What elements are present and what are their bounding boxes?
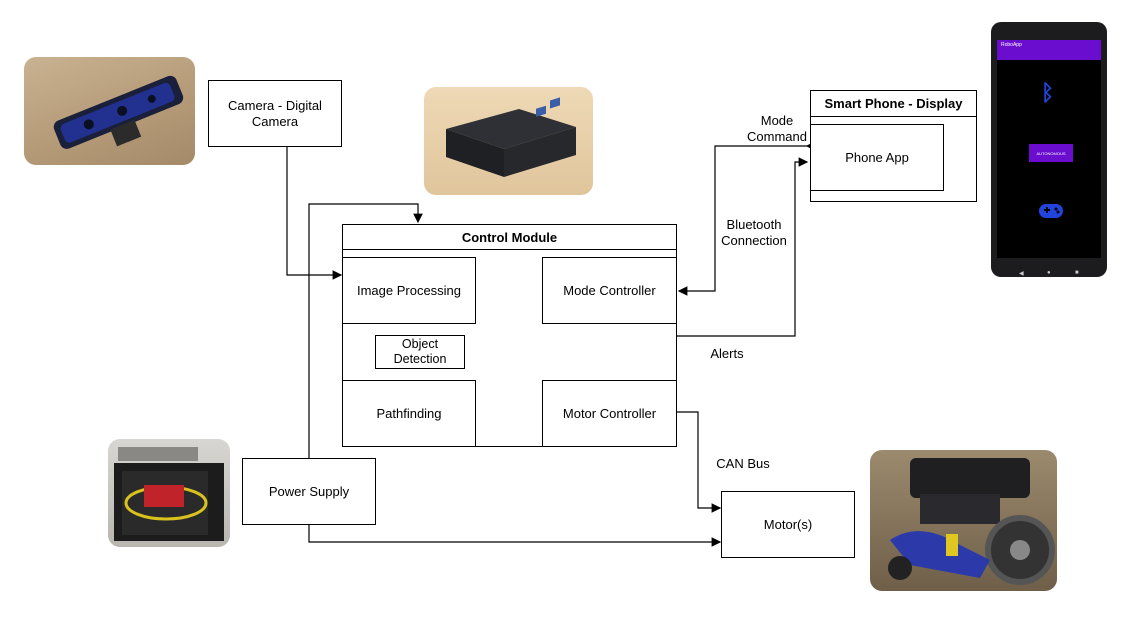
mode-command-label: Mode Command [747, 113, 807, 144]
wheelchair-photo [870, 450, 1057, 591]
bluetooth-icon: ᛒ [1041, 80, 1055, 105]
object-detection-node: Object Detection [375, 335, 465, 369]
motors-node: Motor(s) [721, 491, 855, 558]
power-supply-label: Power Supply [268, 483, 350, 499]
camera-label: Camera - Digital Camera [228, 97, 322, 129]
power-to-motors-edge [308, 525, 722, 547]
alerts-label: Alerts [710, 346, 744, 361]
pathfinding-node: Pathfinding [342, 380, 476, 447]
phone-app-name: RoboApp [1001, 42, 1022, 48]
mini-pc-image [446, 97, 576, 177]
smart-phone-title: Smart Phone - Display [824, 96, 963, 111]
smart-phone-header: Smart Phone - Display [810, 90, 977, 117]
recents-nav-icon[interactable]: ■ [1075, 270, 1079, 276]
mode-controller-node: Mode Controller [542, 257, 677, 324]
image-processing-label: Image Processing [356, 282, 462, 298]
can-bus-edge [677, 411, 722, 513]
depth-camera-image [53, 75, 184, 149]
home-nav-icon[interactable]: ● [1047, 270, 1051, 276]
bluetooth-edge [677, 141, 816, 296]
bluetooth-label: Bluetooth Connection [721, 217, 787, 248]
camera-to-image-processing-edge [286, 147, 343, 280]
mini-pc-photo [424, 87, 593, 195]
motors-label: Motor(s) [763, 516, 813, 532]
phone-screen: RoboApp ᛒ AUTONOMOUS ◀ ● ■ [997, 40, 1101, 277]
image-processing-node: Image Processing [342, 257, 476, 324]
mode-controller-label: Mode Controller [563, 282, 656, 298]
power-to-control-edge [308, 203, 423, 458]
battery-image [114, 447, 224, 541]
autonomous-button[interactable]: AUTONOMOUS [1029, 144, 1073, 162]
object-detection-label: Object Detection [393, 337, 447, 366]
gamepad-icon[interactable] [1037, 200, 1065, 222]
phone-app-bar: RoboApp [997, 40, 1101, 60]
power-supply-node: Power Supply [242, 458, 376, 525]
wheelchair-image [888, 458, 1055, 585]
motor-controller-node: Motor Controller [542, 380, 677, 447]
battery-photo [108, 439, 230, 547]
phone-app-label: Phone App [845, 149, 909, 165]
motor-controller-label: Motor Controller [562, 405, 657, 421]
phone-app-node: Phone App [810, 124, 944, 191]
phone-photo: RoboApp ᛒ AUTONOMOUS ◀ ● ■ [991, 22, 1107, 277]
can-bus-label: CAN Bus [716, 456, 770, 471]
depth-camera-photo [24, 57, 195, 165]
autonomous-button-label: AUTONOMOUS [1036, 150, 1066, 156]
back-nav-icon[interactable]: ◀ [1019, 271, 1024, 277]
camera-node: Camera - Digital Camera [208, 80, 342, 147]
pathfinding-label: Pathfinding [376, 405, 442, 421]
alerts-edge [677, 157, 809, 337]
control-module-header: Control Module [342, 224, 677, 250]
control-module-title: Control Module [461, 229, 558, 245]
